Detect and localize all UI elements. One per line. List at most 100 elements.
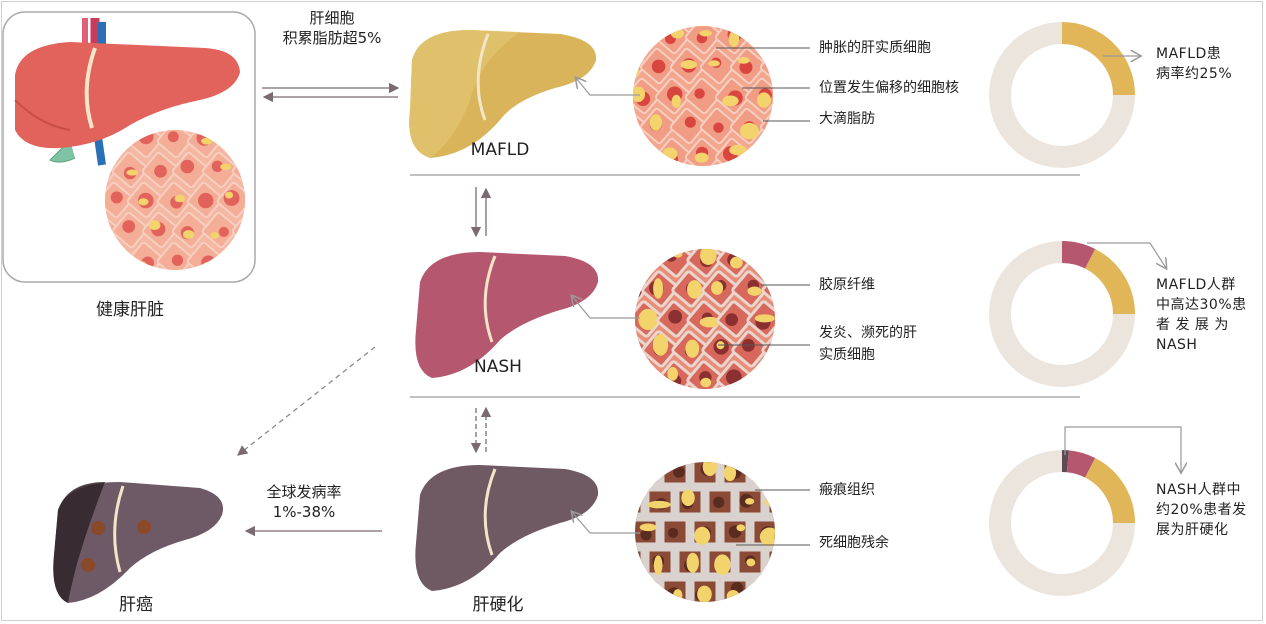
stat-nash-line4: NASH <box>1156 337 1198 353</box>
stat-mafld-line1: MAFLD患 <box>1156 46 1222 62</box>
cirrhosis-cells <box>602 429 823 624</box>
tissue-cell <box>610 168 647 205</box>
tissue-cell <box>737 609 763 624</box>
stat-nash-line3: 者 发 展 为 <box>1156 317 1229 333</box>
stat-nash-line1: MAFLD人群 <box>1156 277 1236 293</box>
tissue-cell <box>262 212 299 249</box>
tissue-cell <box>617 609 643 624</box>
ann-swollen-cells: 肿胀的肝实质细胞 <box>819 40 931 56</box>
mafld-cells <box>595 0 827 205</box>
mafld-label: MAFLD <box>470 140 530 160</box>
nash-liver <box>415 252 599 378</box>
tissue-cell <box>617 429 643 455</box>
nash-label: NASH <box>474 357 522 377</box>
healthy-liver-illustration <box>14 18 240 166</box>
tissue-cell <box>760 168 797 205</box>
tissue-cell <box>737 429 763 455</box>
ann-inflamed-line2: 实质细胞 <box>819 347 875 363</box>
tissue-cell <box>602 519 628 545</box>
tissue-cell <box>610 0 647 24</box>
tissue-cell <box>702 211 739 248</box>
tissue-cell <box>732 211 769 248</box>
tissue-cell <box>672 391 709 428</box>
tissue-cell <box>640 0 677 24</box>
cancer-label: 肝癌 <box>119 595 153 615</box>
tissue-cell <box>732 391 769 428</box>
tissue-cell <box>635 462 661 488</box>
prevalence-rings <box>989 22 1135 596</box>
tissue-cell <box>602 459 628 485</box>
tissue-cell <box>797 429 823 455</box>
ring-segment-mafld <box>1084 457 1135 524</box>
tissue-cell <box>602 579 628 605</box>
stat-nash: MAFLD人群 中高达30%患 者 发 展 为 NASH <box>1156 275 1247 355</box>
tissue-cell <box>635 486 646 518</box>
tissue-cell <box>642 391 679 428</box>
tissue-cell <box>612 211 649 248</box>
tissue-cell <box>730 168 767 205</box>
tissue-cell <box>730 0 767 24</box>
stat-cirrhosis: NASH人群中 约20%患者发 展为肝硬化 <box>1156 480 1247 540</box>
tissue-cell <box>262 152 299 189</box>
ann-displaced-nucleus: 位置发生偏移的细胞核 <box>819 80 959 96</box>
tissue-cell <box>775 78 812 115</box>
cirrhosis-liver <box>415 465 599 591</box>
tissue-cell <box>777 241 814 278</box>
tissue-cell <box>762 211 799 248</box>
stat-nash-line2: 中高达30%患 <box>1156 297 1247 313</box>
transition-cancer-line1: 全球发病率 <box>266 483 342 501</box>
transition-top-line2: 积累脂肪超5% <box>282 29 382 47</box>
tissue-cell <box>672 211 709 248</box>
tissue-cell <box>767 429 793 455</box>
tissue-cell <box>635 576 661 602</box>
tissue-cell <box>647 609 673 624</box>
tissue-cell <box>677 609 703 624</box>
tissue-cell <box>707 429 733 455</box>
ring-segment-mafld <box>1084 248 1135 315</box>
tissue-cell <box>700 0 737 24</box>
ann-fat-droplets: 大滴脂肪 <box>819 111 875 127</box>
tissue-cell <box>635 546 646 578</box>
stat-cirrhosis-line1: NASH人群中 <box>1156 482 1241 498</box>
ann-collagen: 胶原纤维 <box>819 277 875 293</box>
tissue-cell <box>777 361 814 398</box>
ring-segment-nash <box>1066 450 1096 478</box>
stat-cirrhosis-line3: 展为肝硬化 <box>1156 522 1229 538</box>
tissue-cell <box>677 429 703 455</box>
tissue-cell <box>670 168 707 205</box>
cirrhosis-label: 肝硬化 <box>472 595 524 615</box>
tissue-cell <box>597 301 634 338</box>
transition-top-label: 肝细胞 积累脂肪超5% <box>264 8 400 48</box>
tissue-cell <box>642 211 679 248</box>
transition-cancer-label: 全球发病率 1%-38% <box>244 482 364 522</box>
tissue-cell <box>762 391 799 428</box>
tissue-cell <box>777 301 814 338</box>
tissue-cell <box>767 609 793 624</box>
tissue-cell <box>782 519 808 545</box>
stat-mafld: MAFLD患 病率约25% <box>1156 44 1232 84</box>
healthy-liver-label: 健康肝脏 <box>96 300 164 320</box>
tissue-cell <box>640 168 677 205</box>
transition-cancer-line2: 1%-38% <box>272 503 336 521</box>
tissue-cell <box>595 78 632 115</box>
tissue-cell <box>595 18 632 55</box>
tissue-cell <box>790 0 827 24</box>
tissue-cell <box>782 459 808 485</box>
stat-cirrhosis-line2: 约20%患者发 <box>1156 502 1247 518</box>
ring-segment-nash <box>1061 241 1096 269</box>
tissue-cell <box>797 609 823 624</box>
tissue-cell <box>647 429 673 455</box>
tissue-cell <box>792 211 829 248</box>
tissue-cell <box>792 391 829 428</box>
tissue-cell <box>782 579 808 605</box>
tissue-cell <box>764 546 775 578</box>
tissue-cell <box>764 486 775 518</box>
transition-top-line1: 肝细胞 <box>309 9 355 27</box>
tissue-cell <box>702 391 739 428</box>
ann-inflamed-cells: 发炎、濒死的肝 实质细胞 <box>819 322 917 366</box>
ann-dead-cells: 死细胞残余 <box>819 535 889 551</box>
tissue-cell <box>775 18 812 55</box>
